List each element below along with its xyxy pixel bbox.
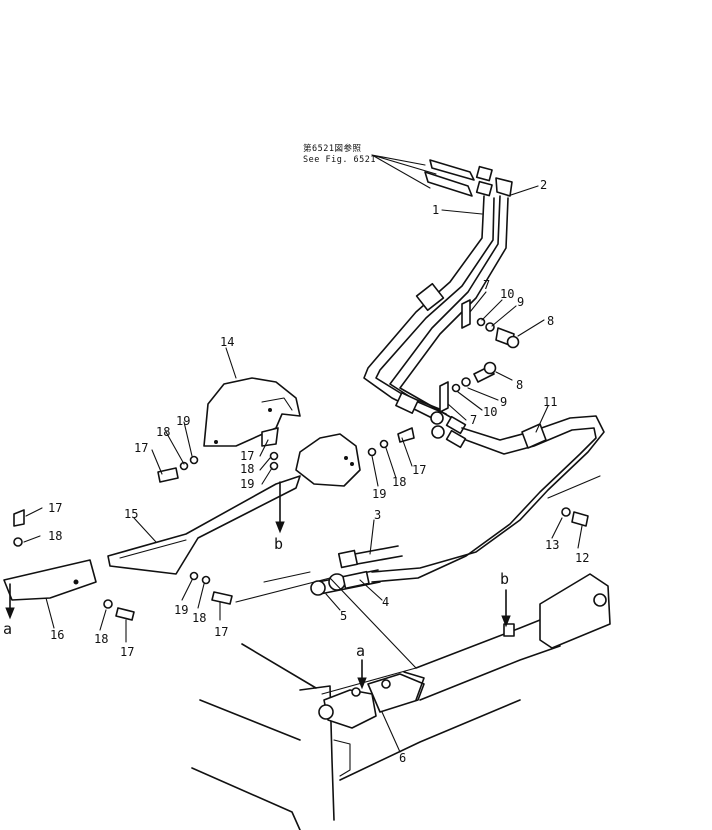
callout-11: 11	[543, 395, 557, 409]
callout-9-lower: 9	[500, 395, 507, 409]
tube-2	[389, 195, 509, 419]
callout-7-lower: 7	[470, 413, 477, 427]
cover-14	[203, 377, 301, 447]
callout-12: 12	[575, 551, 589, 565]
hose-connectors	[430, 411, 467, 449]
callout-17-center: 17	[240, 449, 254, 463]
clamp-group-lower	[439, 361, 497, 413]
callout-9-upper: 9	[517, 295, 524, 309]
tube-sleeve-upper	[415, 282, 445, 312]
callout-5: 5	[340, 609, 347, 623]
callout-14: 14	[220, 335, 234, 349]
hose-upper	[371, 415, 605, 583]
callout-19-center: 19	[240, 477, 254, 491]
callout-13: 13	[545, 538, 559, 552]
callout-10-upper: 10	[500, 287, 514, 301]
callout-17-left: 17	[134, 441, 148, 455]
marker-b-right: b	[500, 570, 509, 588]
callout-7-upper: 7	[483, 278, 490, 292]
valve-block	[295, 433, 361, 487]
clamp-group-upper	[461, 299, 520, 349]
reference-note-line1: 第6521図参照	[303, 143, 361, 154]
marker-a-center: a	[356, 642, 365, 660]
reference-note-line2: See Fig. 6521	[303, 155, 376, 165]
callout-17-plate: 17	[48, 501, 62, 515]
bolt-set-17-18-19-center	[261, 427, 279, 471]
tube-1	[363, 195, 495, 421]
callout-19-right: 19	[372, 487, 386, 501]
callout-10-lower: 10	[483, 405, 497, 419]
callout-18-right: 18	[392, 475, 406, 489]
bolt-set-17-18-plate	[13, 509, 135, 621]
callout-19-lower: 19	[174, 603, 188, 617]
callout-8-upper: 8	[547, 314, 554, 328]
callout-19-left: 19	[176, 414, 190, 428]
marker-b-center: b	[274, 535, 283, 553]
callout-2: 2	[540, 178, 547, 192]
upper-fittings	[424, 159, 513, 197]
bolt-set-17-18-19-lower	[189, 571, 233, 605]
frame-outline	[191, 571, 611, 830]
bracket-15	[107, 475, 301, 575]
callout-6: 6	[399, 751, 406, 765]
bolt-set-17-18-19-left	[157, 455, 199, 483]
callout-3: 3	[374, 508, 381, 522]
callout-17-plate-lower: 17	[120, 645, 134, 659]
callout-16: 16	[50, 628, 64, 642]
plate-16	[3, 559, 97, 601]
callout-17-lower: 17	[214, 625, 228, 639]
callout-17-right: 17	[412, 463, 426, 477]
callout-18-lower: 18	[192, 611, 206, 625]
callout-1: 1	[432, 203, 439, 217]
reference-leader	[371, 154, 437, 189]
callout-18-left: 18	[156, 425, 170, 439]
marker-a-left: a	[3, 620, 12, 638]
bolt-12	[561, 507, 589, 527]
marker-arrows	[5, 481, 511, 690]
callout-15: 15	[124, 507, 138, 521]
clamp-11	[521, 423, 547, 449]
callout-18-plate-lower: 18	[94, 632, 108, 646]
callout-18-plate: 18	[48, 529, 62, 543]
callout-8-lower: 8	[516, 378, 523, 392]
hose-bracket-line	[547, 475, 601, 499]
callout-4: 4	[382, 595, 389, 609]
callout-18-center: 18	[240, 462, 254, 476]
fittings-3-4-5	[310, 545, 403, 596]
tube-sleeve-lower	[395, 392, 419, 414]
leader-lines	[23, 185, 583, 753]
